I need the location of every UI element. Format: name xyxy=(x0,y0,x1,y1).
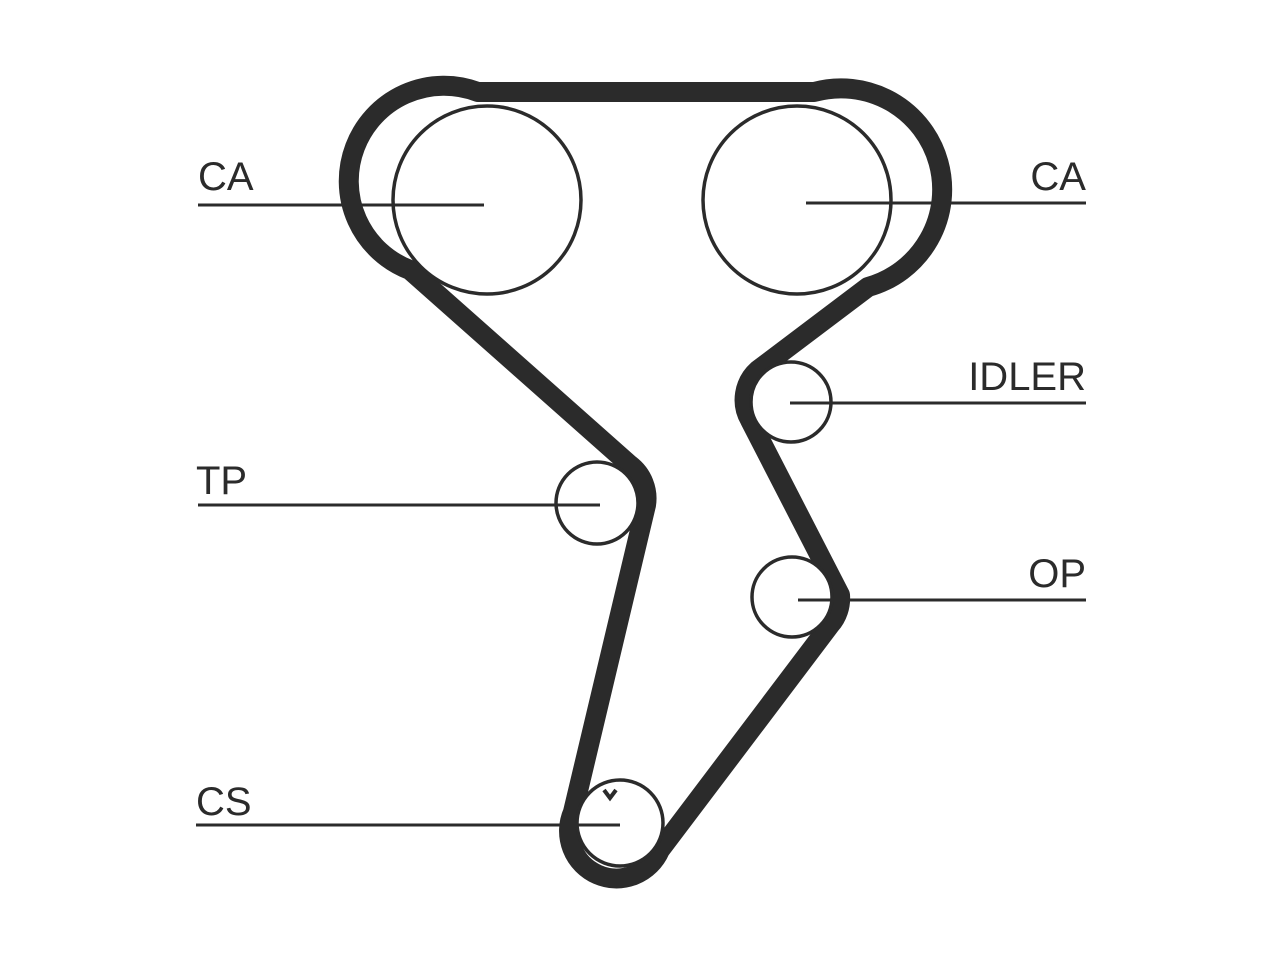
timing-belt xyxy=(338,75,953,889)
crankshaft-pulley xyxy=(575,778,665,868)
camshaft-right-pulley xyxy=(701,104,893,296)
camshaft-left-pulley xyxy=(391,104,583,296)
tensioner-label: TP xyxy=(196,459,247,503)
oil-pump-label: OP xyxy=(1028,552,1086,596)
cam-left-label: CA xyxy=(198,155,254,199)
oil-pump-pulley xyxy=(750,555,834,639)
crankshaft-timing-mark xyxy=(602,788,618,802)
tensioner-pulley xyxy=(554,460,640,546)
cam-right-label: CA xyxy=(1030,155,1086,199)
crankshaft-label: CS xyxy=(196,780,252,824)
idler-label: IDLER xyxy=(968,355,1086,399)
